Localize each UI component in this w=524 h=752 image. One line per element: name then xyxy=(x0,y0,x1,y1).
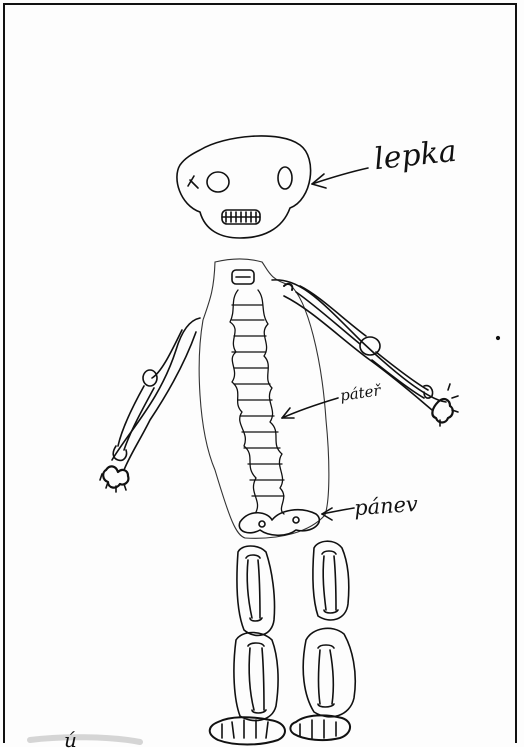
neck-bone xyxy=(232,270,254,284)
corner-scribble: ú xyxy=(64,728,77,752)
right-eye-socket xyxy=(278,167,292,189)
pelvis-label: pánev xyxy=(353,492,418,520)
left-arm xyxy=(100,318,200,492)
right-leg xyxy=(290,541,355,740)
pelvis xyxy=(239,510,319,536)
left-leg xyxy=(210,546,285,745)
right-arm xyxy=(272,280,458,426)
spine xyxy=(230,290,284,514)
left-eye-socket xyxy=(207,172,229,192)
skull xyxy=(177,136,311,238)
spine-arrow xyxy=(282,398,338,418)
head-arrow xyxy=(312,168,368,188)
